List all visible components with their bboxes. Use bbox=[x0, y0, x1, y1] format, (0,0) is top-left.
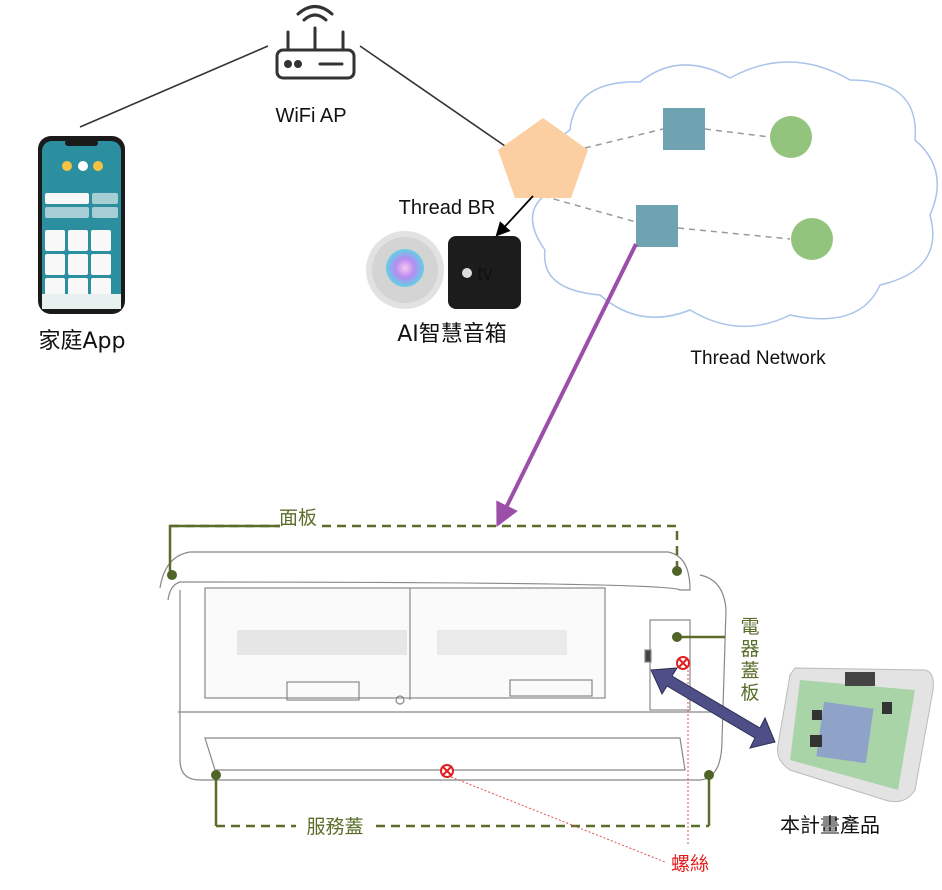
apple-tv-icon: tv bbox=[448, 236, 521, 309]
screw-label: 螺絲 bbox=[671, 853, 709, 875]
home-app-phone bbox=[38, 136, 125, 314]
panel-marker bbox=[167, 570, 177, 580]
svg-text:蓋: 蓋 bbox=[740, 660, 759, 682]
svg-text:電: 電 bbox=[740, 616, 759, 638]
electrical-cover-label: 電 器 蓋 板 bbox=[740, 616, 759, 704]
thread-router-node bbox=[663, 108, 705, 150]
panel-bracket bbox=[168, 524, 679, 574]
homepod-mini-icon bbox=[366, 231, 444, 309]
service-cover-label: 服務蓋 bbox=[306, 816, 363, 838]
deployment-arrow bbox=[496, 243, 638, 528]
thread-end-device-node bbox=[770, 116, 812, 158]
screw-leaders bbox=[450, 670, 689, 863]
wifi-ap-label: WiFi AP bbox=[275, 105, 346, 127]
thread-network-cloud bbox=[531, 61, 938, 328]
thread-end-device-node bbox=[791, 218, 833, 260]
smart-speaker-label: AI智慧音箱 bbox=[397, 322, 507, 347]
product-module-image bbox=[777, 667, 934, 803]
service-cover-bracket bbox=[214, 776, 711, 828]
apple-tv-logo: tv bbox=[477, 263, 493, 285]
svg-text:器: 器 bbox=[740, 638, 759, 660]
service-cover-marker bbox=[704, 770, 714, 780]
thread-mesh-links bbox=[542, 128, 791, 240]
br-arrow bbox=[495, 195, 534, 237]
thread-br-label: Thread BR bbox=[399, 197, 496, 219]
thread-border-router-node bbox=[498, 118, 588, 198]
panel-marker bbox=[672, 566, 682, 576]
install-double-arrow bbox=[650, 667, 776, 749]
air-conditioner-drawing bbox=[159, 551, 727, 781]
thread-network-label: Thread Network bbox=[690, 348, 826, 369]
product-label: 本計畫產品 bbox=[780, 813, 880, 837]
link-wifi-br bbox=[359, 45, 506, 147]
link-app-wifi bbox=[79, 45, 269, 128]
electrical-cover-marker bbox=[672, 632, 682, 642]
thread-router-node bbox=[636, 205, 678, 247]
svg-text:板: 板 bbox=[740, 682, 759, 704]
screw-marker-icon bbox=[440, 656, 690, 778]
wifi-router-icon bbox=[275, 5, 356, 80]
home-app-label: 家庭App bbox=[39, 329, 126, 354]
panel-label: 面板 bbox=[279, 507, 317, 529]
apple-logo-icon bbox=[462, 268, 472, 278]
service-cover-marker bbox=[211, 770, 221, 780]
